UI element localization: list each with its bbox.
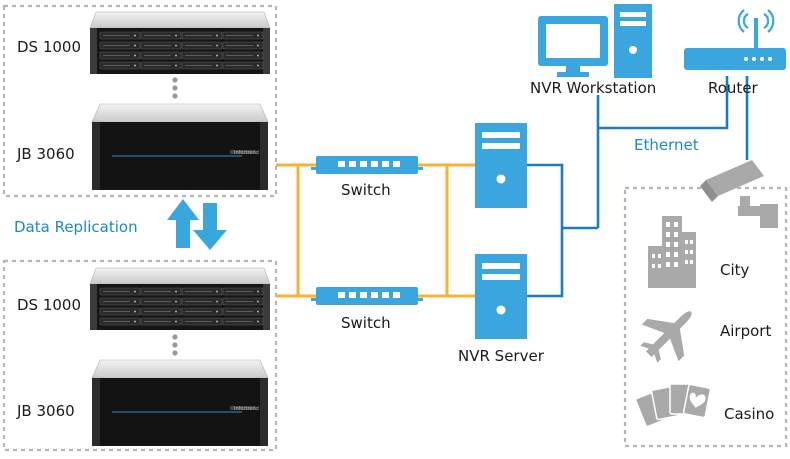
switch-label-1: Switch: [341, 181, 391, 199]
switch-label-2: Switch: [341, 314, 391, 332]
jbod-brand-logo-1: Infortrend: [234, 150, 259, 156]
ds1000-label-1: DS 1000: [17, 38, 82, 56]
city-label: City: [720, 261, 750, 279]
airplane-icon: [640, 311, 692, 363]
ds1000-label-2: DS 1000: [17, 296, 82, 314]
jb3060-chassis-1: [91, 103, 269, 190]
playing-cards-icon: [635, 383, 712, 428]
workstation-monitor-icon: [538, 16, 608, 77]
city-icon: [648, 216, 696, 288]
cctv-camera-icon: [700, 160, 778, 228]
router-label: Router: [708, 79, 758, 97]
jb3060-label-1: JB 3060: [17, 145, 75, 163]
server-tower-icon-1: [475, 123, 527, 208]
ds1000-chassis-1: [89, 11, 271, 74]
ds1000-chassis-2: [89, 267, 271, 330]
ethernet-links: [527, 76, 749, 298]
switch-icon-2: [311, 287, 423, 305]
casino-label: Casino: [724, 405, 775, 423]
nvr-server-label: NVR Server: [458, 347, 544, 365]
workstation-tower-icon: [614, 4, 652, 78]
router-icon: [684, 9, 786, 70]
switch-icon-1: [311, 156, 423, 174]
airport-label: Airport: [720, 322, 772, 340]
replication-label: Data Replication: [14, 218, 138, 236]
storage-group-frame-1: [2, 4, 278, 198]
storage-group-frame-2: [2, 259, 278, 452]
jb3060-chassis-2: [91, 359, 269, 446]
chain-dots-1: [172, 77, 178, 99]
jbod-brand-logo-2: Infortrend: [234, 406, 259, 412]
server-tower-icon-2: [475, 254, 527, 339]
fibre-links: [276, 163, 475, 298]
jb3060-label-2: JB 3060: [17, 402, 75, 420]
nvr-workstation-label: NVR Workstation: [530, 79, 657, 97]
chain-dots-2: [172, 334, 178, 356]
ethernet-label: Ethernet: [634, 136, 699, 154]
replication-arrows-icon: [167, 199, 227, 250]
